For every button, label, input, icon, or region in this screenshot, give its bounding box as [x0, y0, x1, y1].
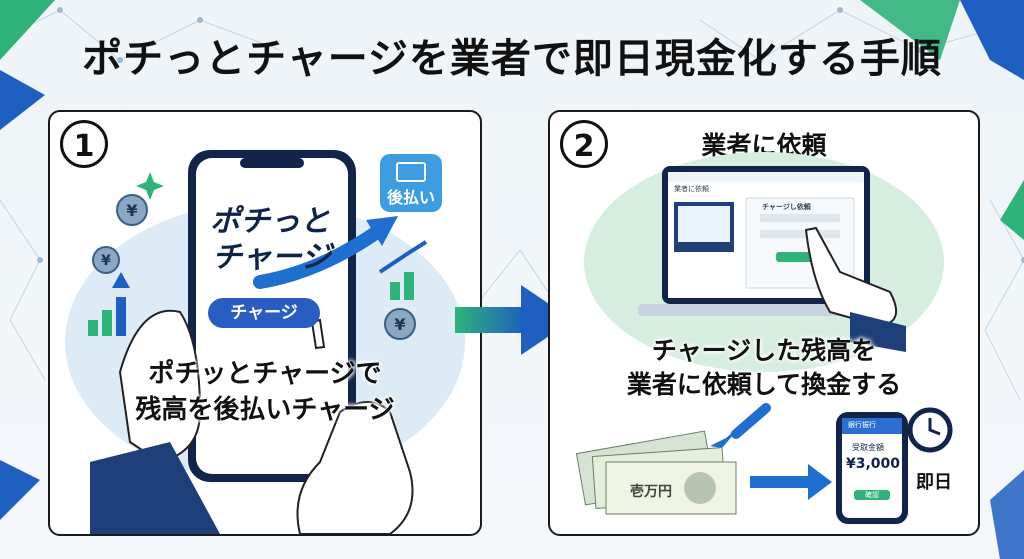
coin-icon: ¥: [116, 194, 148, 226]
step-2-caption-line2: 業者に依頼して換金する: [626, 370, 902, 399]
svg-text:¥: ¥: [394, 315, 405, 334]
svg-text:壱万円: 壱万円: [630, 483, 672, 500]
coin-icon: ¥: [384, 308, 416, 340]
coin-icon: ¥: [92, 246, 120, 274]
postpay-app-icon[interactable]: 後払い: [380, 154, 442, 212]
charge-button[interactable]: チャージ: [208, 298, 320, 328]
step-2-illustration: 壱万円: [575, 152, 953, 524]
step-1-caption: ポチッとチャージで 残高を後払いチャージ: [50, 356, 480, 428]
phone-confirm-button[interactable]: 確認: [865, 491, 879, 499]
step-1-caption-line1: ポチッとチャージで: [148, 359, 382, 389]
same-day-label: 即日: [916, 472, 952, 493]
next-arrow-icon: [455, 285, 573, 355]
page-title: ポチっとチャージを業者で即日現金化する手順: [82, 36, 942, 82]
step-number: 2: [560, 120, 608, 168]
phone-amount: ¥3,000: [846, 456, 901, 472]
form-title: チャージし依頼: [762, 203, 811, 211]
step-2-panel: 2 業者に依頼 壱万円 業者: [548, 110, 980, 536]
pochi-logo-line2: チャージ: [212, 240, 332, 275]
pochi-logo-line1: ポチっと: [210, 204, 330, 239]
site-header: 業者に依頼: [674, 185, 709, 193]
postpay-label: 後払い: [386, 188, 435, 207]
svg-text:¥: ¥: [126, 201, 137, 220]
card-icon: [396, 162, 426, 182]
step-2-caption-line1: チャージした残高を: [651, 336, 877, 365]
step-1-caption-line2: 残高を後払いチャージ: [135, 395, 395, 425]
svg-text:¥: ¥: [101, 253, 111, 269]
phone-amount-label: 受取金額: [852, 443, 884, 452]
phone-header: 銀行振行: [848, 421, 876, 429]
step-2-caption: チャージした残高を 業者に依頼して換金する: [550, 334, 978, 402]
step-number: 1: [60, 120, 108, 168]
step-1-panel: 1 ¥ ¥ ¥: [48, 110, 482, 536]
